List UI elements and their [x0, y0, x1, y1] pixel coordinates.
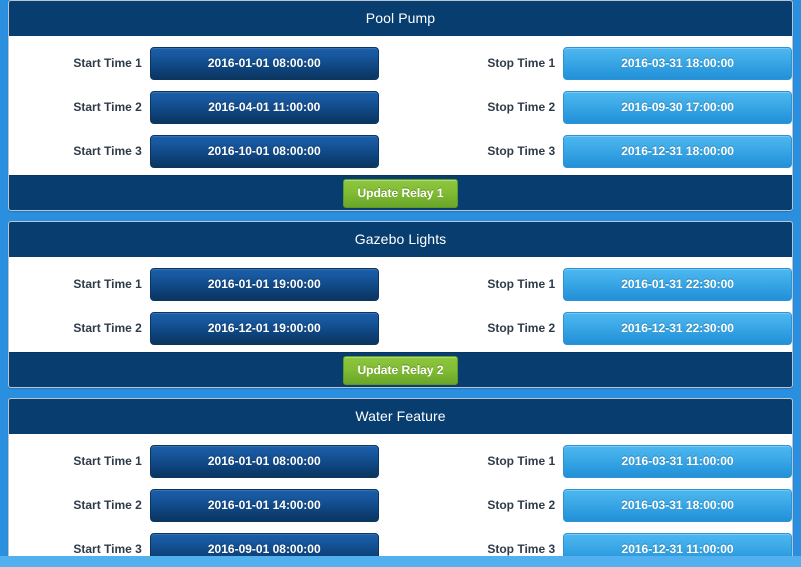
- stop-time-label: Stop Time 2: [487, 321, 556, 335]
- update-relay-button-2[interactable]: Update Relay 2: [343, 355, 458, 385]
- schedule-row: Start Time 1 2016-01-01 08:00:00 Stop Ti…: [9, 444, 792, 478]
- panel-body-1: Start Time 1 2016-01-01 08:00:00 Stop Ti…: [9, 36, 792, 175]
- stop-time-field[interactable]: 2016-03-31 11:00:00: [563, 444, 792, 478]
- start-time-label: Start Time 2: [73, 498, 142, 512]
- stop-time-label: Stop Time 1: [487, 277, 556, 291]
- schedule-row: Start Time 3 2016-10-01 08:00:00 Stop Ti…: [9, 134, 792, 168]
- start-time-label: Start Time 2: [73, 100, 142, 114]
- start-time-field[interactable]: 2016-04-01 11:00:00: [149, 90, 379, 124]
- stop-time-label: Stop Time 1: [487, 454, 556, 468]
- stop-time-field[interactable]: 2016-12-31 22:30:00: [563, 311, 792, 345]
- schedule-row: Start Time 2 2016-12-01 19:00:00 Stop Ti…: [9, 311, 792, 345]
- start-time-field[interactable]: 2016-01-01 14:00:00: [149, 488, 379, 522]
- start-time-field[interactable]: 2016-01-01 08:00:00: [149, 444, 379, 478]
- panel-title-1: Pool Pump: [9, 1, 792, 36]
- stop-time-field[interactable]: 2016-03-31 18:00:00: [563, 46, 792, 80]
- start-time-field[interactable]: 2016-09-01 08:00:00: [149, 532, 379, 566]
- update-relay-button-1[interactable]: Update Relay 1: [343, 178, 458, 208]
- start-time-label: Start Time 3: [73, 542, 142, 556]
- schedule-row: Start Time 2 2016-01-01 14:00:00 Stop Ti…: [9, 488, 792, 522]
- schedule-row: Start Time 2 2016-04-01 11:00:00 Stop Ti…: [9, 90, 792, 124]
- panel-footer-1: Update Relay 1: [9, 175, 792, 210]
- panel-body-3: Start Time 1 2016-01-01 08:00:00 Stop Ti…: [9, 434, 792, 567]
- start-time-label: Start Time 1: [73, 56, 142, 70]
- panel-title-3: Water Feature: [9, 399, 792, 434]
- stop-time-label: Stop Time 1: [487, 56, 556, 70]
- start-time-label: Start Time 1: [73, 454, 142, 468]
- start-time-field[interactable]: 2016-10-01 08:00:00: [149, 134, 379, 168]
- panel-title-2: Gazebo Lights: [9, 222, 792, 257]
- stop-time-label: Stop Time 3: [487, 542, 556, 556]
- relay-panel-2: Gazebo Lights Start Time 1 2016-01-01 19…: [8, 221, 793, 388]
- schedule-row: Start Time 3 2016-09-01 08:00:00 Stop Ti…: [9, 532, 792, 566]
- stop-time-field[interactable]: 2016-03-31 18:00:00: [563, 488, 792, 522]
- start-time-field[interactable]: 2016-01-01 19:00:00: [149, 267, 379, 301]
- schedule-row: Start Time 1 2016-01-01 08:00:00 Stop Ti…: [9, 46, 792, 80]
- start-time-field[interactable]: 2016-01-01 08:00:00: [149, 46, 379, 80]
- relay-panel-1: Pool Pump Start Time 1 2016-01-01 08:00:…: [8, 0, 793, 211]
- start-time-label: Start Time 2: [73, 321, 142, 335]
- stop-time-label: Stop Time 3: [487, 144, 556, 158]
- start-time-label: Start Time 1: [73, 277, 142, 291]
- stop-time-field[interactable]: 2016-12-31 11:00:00: [563, 532, 792, 566]
- relay-panel-3: Water Feature Start Time 1 2016-01-01 08…: [8, 398, 793, 567]
- panel-body-2: Start Time 1 2016-01-01 19:00:00 Stop Ti…: [9, 257, 792, 352]
- stop-time-field[interactable]: 2016-01-31 22:30:00: [563, 267, 792, 301]
- start-time-label: Start Time 3: [73, 144, 142, 158]
- stop-time-label: Stop Time 2: [487, 100, 556, 114]
- stop-time-label: Stop Time 2: [487, 498, 556, 512]
- schedule-row: Start Time 1 2016-01-01 19:00:00 Stop Ti…: [9, 267, 792, 301]
- panel-footer-2: Update Relay 2: [9, 352, 792, 387]
- stop-time-field[interactable]: 2016-12-31 18:00:00: [563, 134, 792, 168]
- start-time-field[interactable]: 2016-12-01 19:00:00: [149, 311, 379, 345]
- stop-time-field[interactable]: 2016-09-30 17:00:00: [563, 90, 792, 124]
